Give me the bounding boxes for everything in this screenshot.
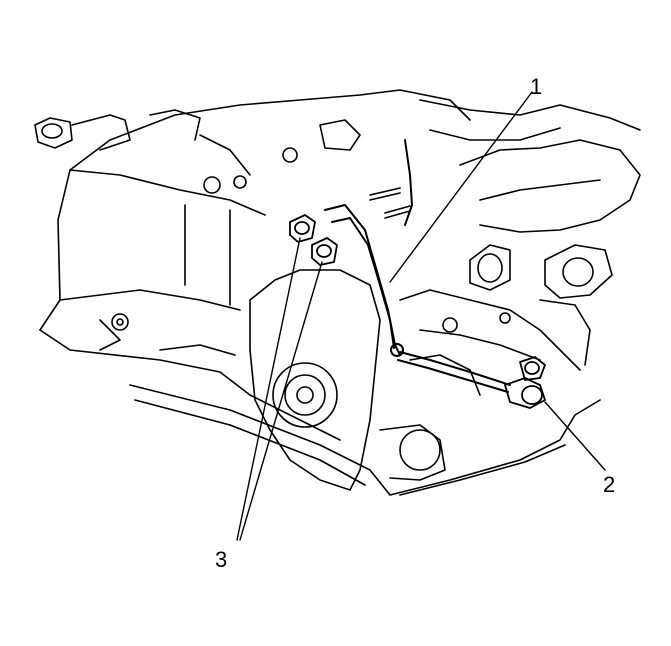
- leader-line-3b: [239, 261, 323, 541]
- leader-line-1: [389, 91, 533, 283]
- leader-line-3a: [236, 237, 301, 541]
- callout-label-3: 3: [215, 547, 228, 572]
- coolant-outlet: [34, 109, 361, 194]
- mounting-studs: [369, 187, 411, 219]
- exhaust-manifold: [419, 99, 641, 299]
- leader-line-2: [544, 401, 606, 471]
- leader-lines: [236, 91, 606, 541]
- pipe-fittings-lower: [504, 356, 546, 409]
- callout-label-2: 2: [603, 472, 616, 497]
- oil-pan: [129, 384, 601, 496]
- callout-label-1: 1: [530, 74, 543, 99]
- timing-cover: [249, 269, 446, 491]
- engine-block-right: [399, 289, 591, 396]
- transmission-housing: [39, 89, 471, 441]
- oil-cooler-pipe: [324, 139, 511, 393]
- pipe-fittings-upper: [289, 214, 338, 266]
